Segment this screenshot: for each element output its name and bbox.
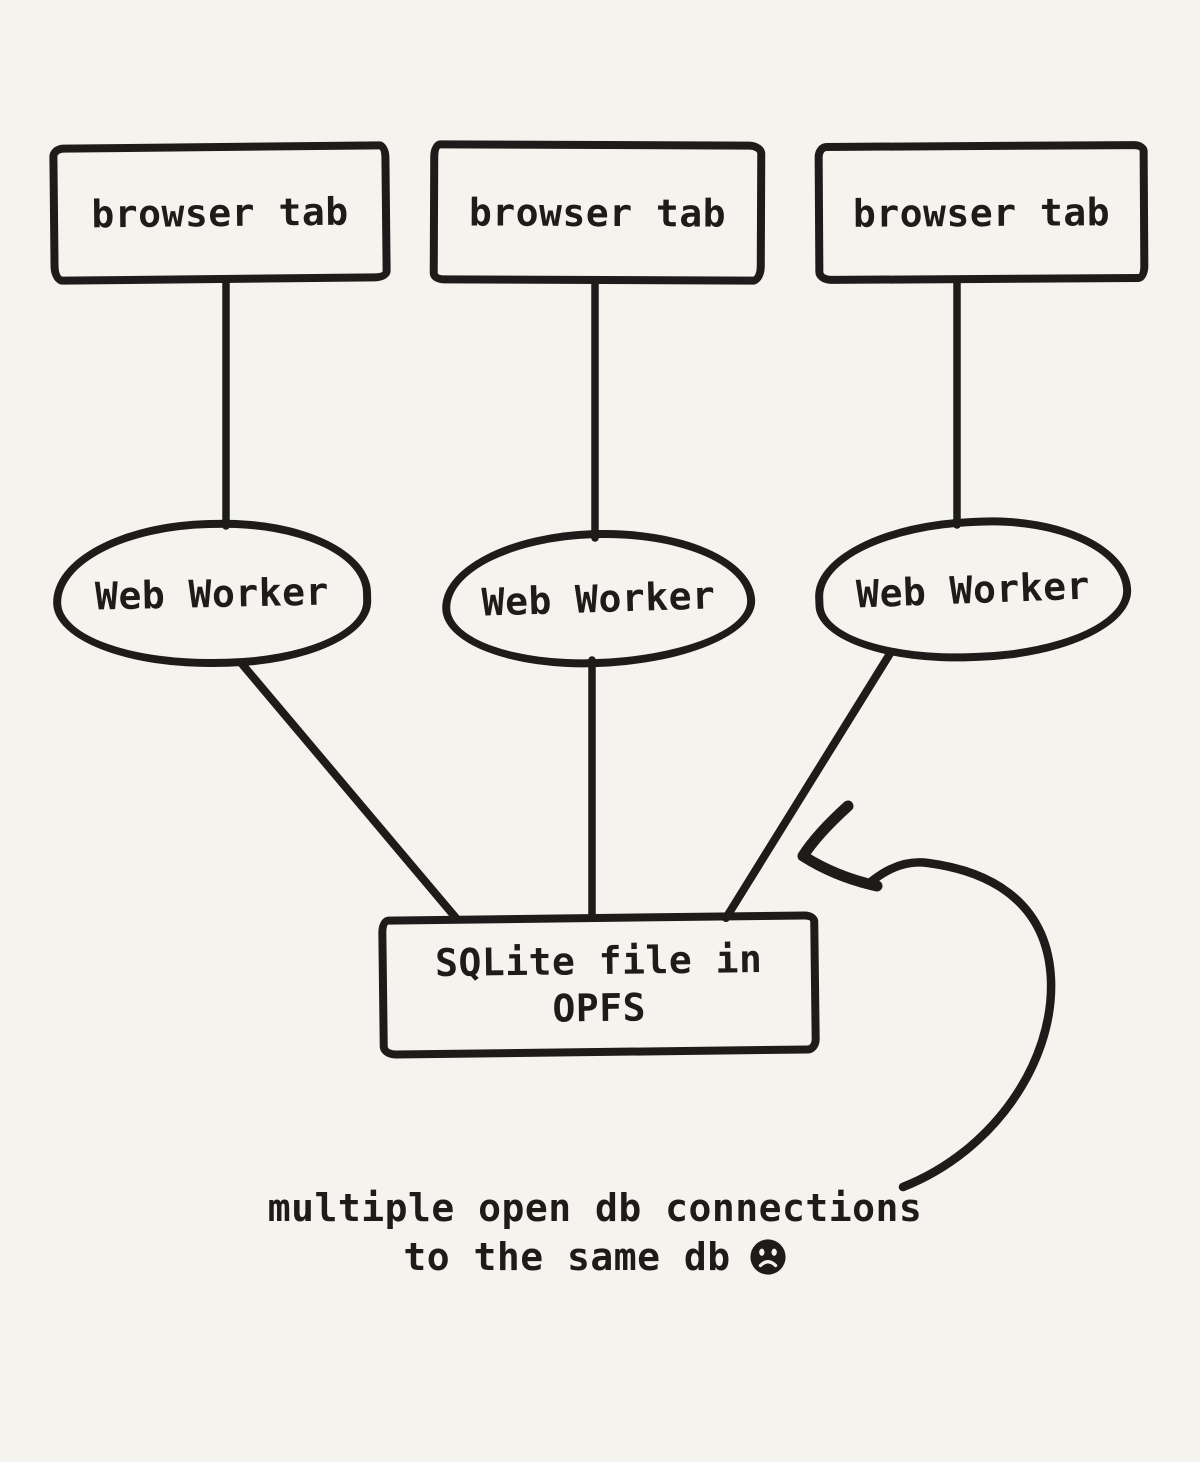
sqlite-opfs-box: SQLite file in OPFS — [378, 911, 820, 1059]
caption-line2-text: to the same db — [403, 1234, 731, 1279]
browser-tab-label: browser tab — [91, 189, 349, 237]
browser-tab-label: browser tab — [468, 189, 727, 236]
browser-tab-box-3: browser tab — [814, 140, 1149, 285]
annotation-arrow-head — [797, 800, 883, 892]
connector-worker3-db — [722, 648, 895, 922]
web-worker-label: Web Worker — [480, 572, 717, 625]
browser-tab-box-1: browser tab — [49, 141, 391, 285]
caption: multiple open db connections to the same… — [0, 1186, 1190, 1280]
browser-tab-box-2: browser tab — [429, 140, 766, 285]
caption-line2: to the same db — [0, 1235, 1190, 1280]
sqlite-opfs-label-line2: OPFS — [552, 985, 647, 1031]
frowning-face-icon — [750, 1239, 786, 1275]
browser-tab-label: browser tab — [852, 189, 1111, 236]
caption-line1: multiple open db connections — [267, 1186, 923, 1230]
sqlite-opfs-label: SQLite file in OPFS — [435, 936, 763, 1035]
annotation-arrow-curve — [867, 858, 1056, 1192]
sqlite-opfs-label-line1: SQLite file in — [434, 936, 763, 985]
web-worker-label: Web Worker — [94, 569, 330, 618]
web-worker-label: Web Worker — [855, 563, 1091, 616]
connector-worker1-db — [238, 660, 460, 922]
